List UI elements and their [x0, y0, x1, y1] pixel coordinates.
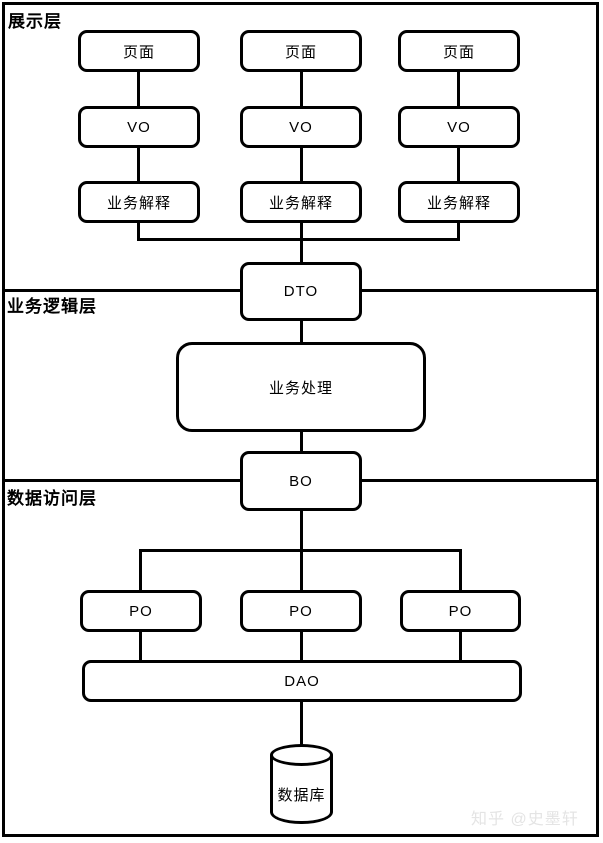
node-po-3: PO	[400, 590, 521, 632]
node-database-label: 数据库	[277, 787, 326, 804]
connector-po3-dao	[459, 630, 462, 662]
connector-vo1-explain1	[137, 146, 140, 183]
node-page-1: 页面	[78, 30, 200, 72]
connector-dto-process	[300, 318, 303, 345]
node-bo: BO	[240, 451, 362, 511]
database-cylinder-body	[270, 755, 333, 824]
connector-po2-dao	[300, 630, 303, 662]
connector-join-bar-top	[137, 238, 460, 241]
node-po-1: PO	[80, 590, 202, 632]
node-dto: DTO	[240, 262, 362, 321]
connector-dao-database	[300, 699, 303, 752]
connector-vo3-explain3	[457, 146, 460, 183]
node-page-3: 页面	[398, 30, 520, 72]
node-po-2: PO	[240, 590, 362, 632]
connector-vo2-explain2	[300, 146, 303, 183]
connector-process-bo	[300, 429, 303, 454]
connector-explain3-join	[457, 221, 460, 241]
node-vo-1: VO	[78, 106, 200, 148]
database-cylinder-top	[270, 744, 333, 766]
layer-label-data-access: 数据访问层	[7, 489, 97, 508]
connector-branch-po1	[139, 549, 142, 593]
connector-page2-vo2	[300, 70, 303, 108]
connector-explain1-join	[137, 221, 140, 241]
node-dao: DAO	[82, 660, 522, 702]
node-page-2: 页面	[240, 30, 362, 72]
node-business-explain-3: 业务解释	[398, 181, 520, 223]
node-vo-3: VO	[398, 106, 520, 148]
node-business-explain-2: 业务解释	[240, 181, 362, 223]
layer-label-business-logic: 业务逻辑层	[7, 297, 97, 316]
database-cylinder-icon: 数据库	[270, 744, 333, 824]
connector-branch-po3	[459, 549, 462, 593]
layer-label-presentation: 展示层	[8, 12, 62, 31]
watermark: 知乎 @史墨轩	[471, 811, 579, 828]
node-vo-2: VO	[240, 106, 362, 148]
connector-branch-bar	[139, 549, 462, 552]
connector-po1-dao	[139, 630, 142, 662]
node-business-process: 业务处理	[176, 342, 426, 432]
connector-explain2-dto	[300, 221, 303, 265]
connector-page3-vo3	[457, 70, 460, 108]
connector-page1-vo1	[137, 70, 140, 108]
node-business-explain-1: 业务解释	[78, 181, 200, 223]
